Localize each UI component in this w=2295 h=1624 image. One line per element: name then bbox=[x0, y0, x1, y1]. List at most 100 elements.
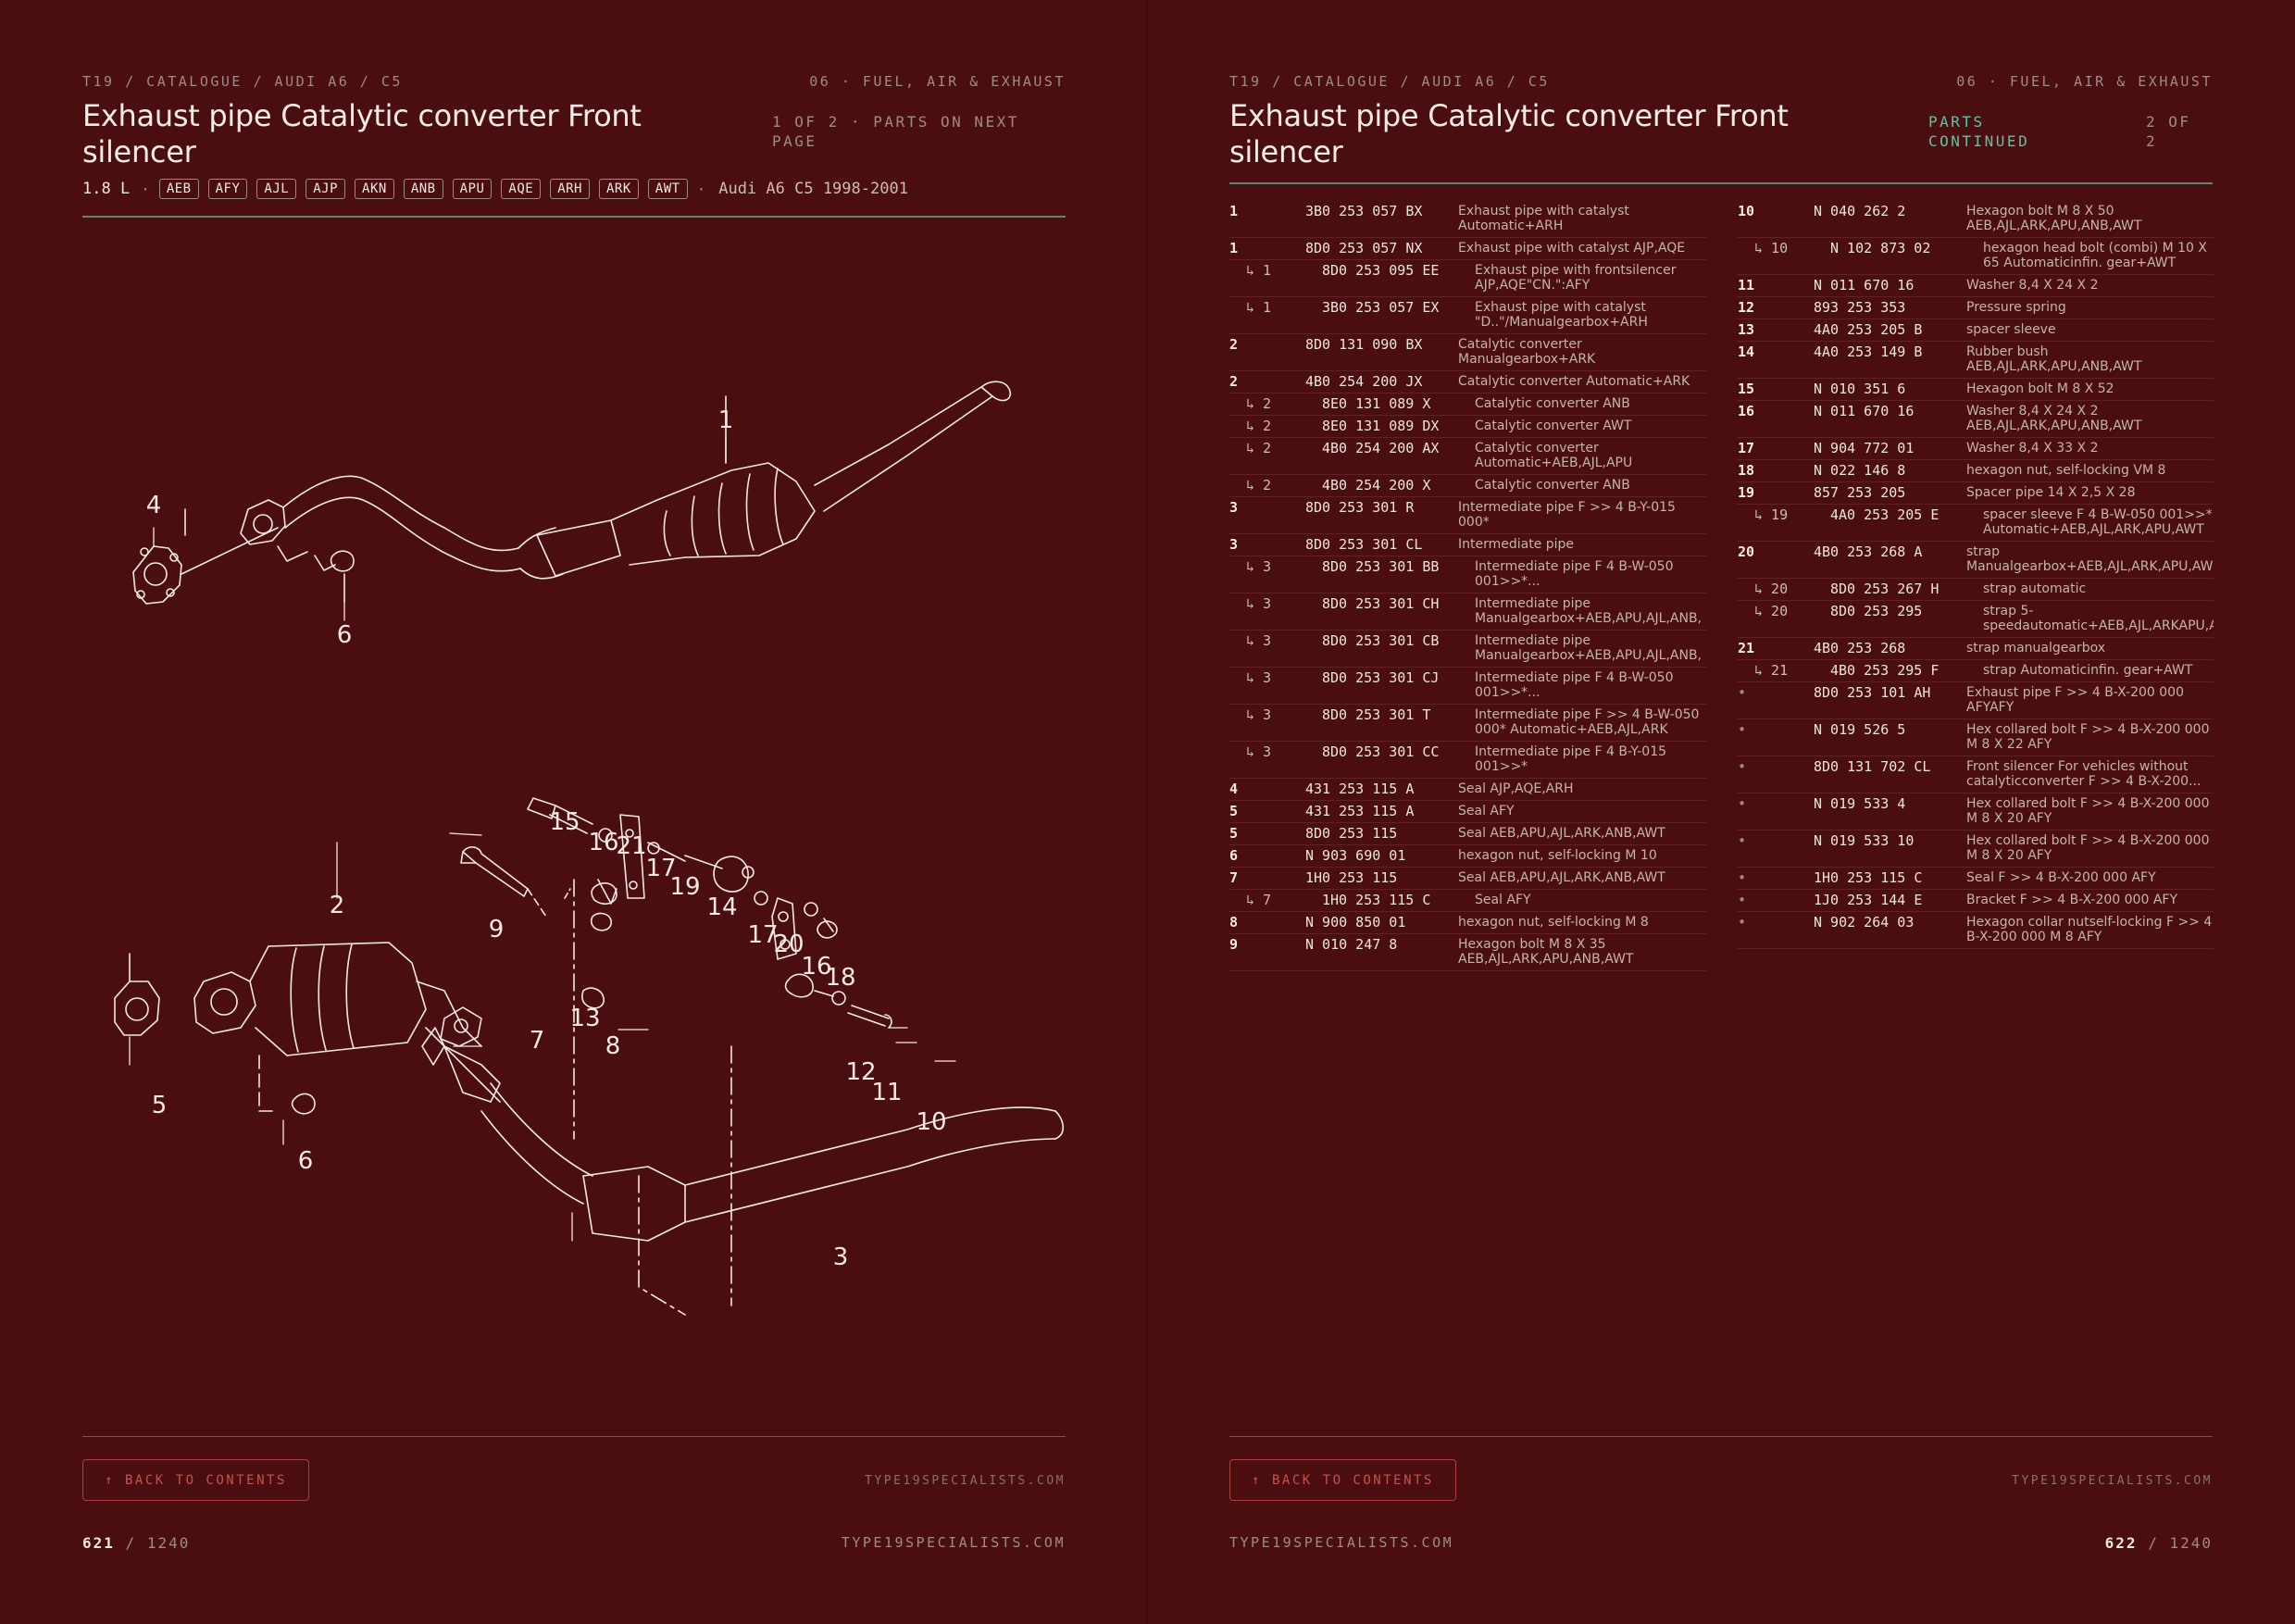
ref-number: 5 bbox=[1229, 825, 1239, 842]
description-line: Catalytic converter Automatic+ARK bbox=[1458, 374, 1690, 389]
part-description: Washer 8,4 X 33 X 2 bbox=[1966, 441, 2214, 456]
engine-code-chip[interactable]: APU bbox=[452, 179, 493, 199]
engine-code-chip[interactable]: ARH bbox=[550, 179, 590, 199]
site-link[interactable]: TYPE19SPECIALISTS.COM bbox=[2012, 1474, 2213, 1488]
section-label: 06 · FUEL, AIR & EXHAUST bbox=[1956, 73, 2213, 90]
description-line: Manualgearbox+ARK bbox=[1458, 352, 1596, 367]
ref-number: • bbox=[1738, 869, 1747, 886]
description-line: Seal F >> 4 B-X-200 000 AFY bbox=[1966, 870, 2156, 885]
description-line: Automatic+ARH bbox=[1458, 219, 1564, 233]
total-pages: / 1240 bbox=[2148, 1534, 2213, 1552]
ref-number: 9 bbox=[1229, 936, 1239, 953]
part-number: 8D0 253 301 T bbox=[1322, 706, 1431, 723]
part-number: 8D0 253 101 AH bbox=[1814, 684, 1931, 701]
ref-number: 14 bbox=[1738, 344, 1755, 360]
callout-number: 11 bbox=[871, 1079, 902, 1106]
engine-code-chip[interactable]: AJP bbox=[306, 179, 346, 199]
description-line: M 8 X 20 AFY bbox=[1966, 848, 2052, 863]
site-link[interactable]: TYPE19SPECIALISTS.COM bbox=[865, 1474, 1066, 1488]
part-number: 1H0 253 115 C bbox=[1322, 892, 1431, 908]
description-line: Automatic+AEB,AJL,APU bbox=[1475, 456, 1633, 470]
description-line: Hexagon collar nutself-locking F >> 4 bbox=[1966, 915, 2213, 930]
engine-code-chip[interactable]: ARK bbox=[599, 179, 639, 199]
part-number: 8D0 253 301 CH bbox=[1322, 595, 1440, 612]
engine-code-chip[interactable]: AFY bbox=[207, 179, 248, 199]
description-line: Washer 8,4 X 33 X 2 bbox=[1966, 441, 2099, 456]
ref-number: 15 bbox=[1738, 381, 1755, 397]
engine-code-chip[interactable]: AJL bbox=[256, 179, 297, 199]
ref-number: • bbox=[1738, 832, 1747, 849]
part-number: N 904 772 01 bbox=[1814, 440, 1915, 456]
engine-code-chip[interactable]: AQE bbox=[501, 179, 542, 199]
ref-number: 20 bbox=[1738, 543, 1755, 560]
back-to-contents-button[interactable]: ↑ BACK TO CONTENTS bbox=[1229, 1459, 1456, 1501]
book-spine bbox=[1147, 0, 1148, 1624]
back-to-contents-button[interactable]: ↑ BACK TO CONTENTS bbox=[82, 1459, 309, 1501]
part-description: strap manualgearbox bbox=[1966, 641, 2214, 656]
engine-code-chip[interactable]: ANB bbox=[403, 179, 443, 199]
current-page: 621 bbox=[82, 1534, 115, 1552]
pager-count: 2 OF 2 bbox=[2146, 113, 2191, 150]
part-number: 8D0 253 115 bbox=[1305, 825, 1398, 842]
part-number: 8D0 253 301 BB bbox=[1322, 558, 1440, 575]
engine-code-chip[interactable]: AEB bbox=[158, 179, 199, 199]
description-line: hexagon nut, self-locking M 10 bbox=[1458, 848, 1657, 863]
pager-status: PARTS CONTINUED bbox=[1928, 113, 2030, 150]
engine-code-chip[interactable]: AKN bbox=[355, 179, 394, 199]
engine-code-chip[interactable]: AWT bbox=[647, 179, 688, 199]
